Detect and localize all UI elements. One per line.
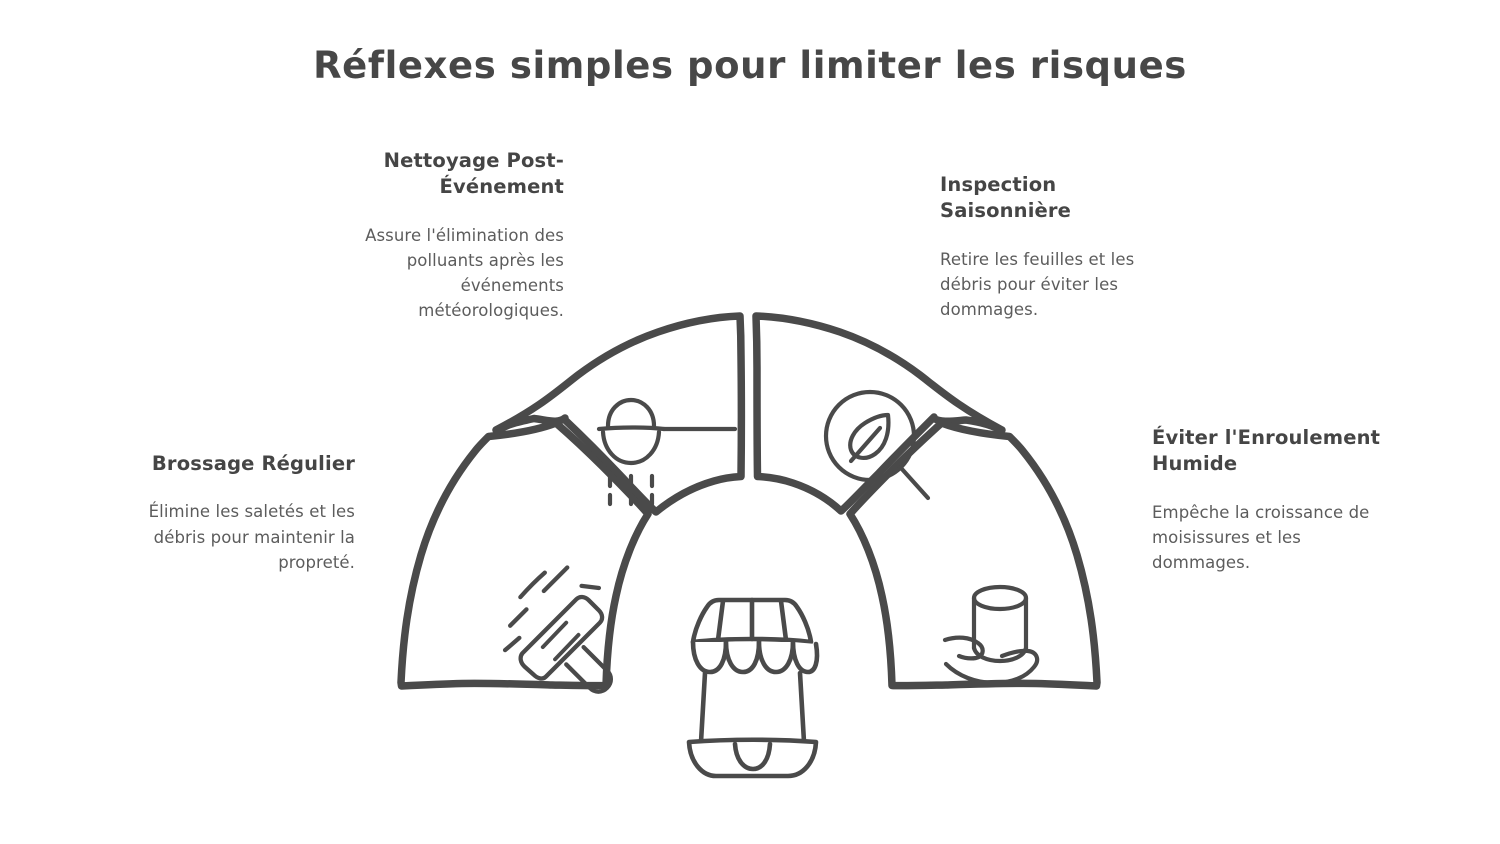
shower-rinse-icon [596, 397, 738, 507]
callout-enroulement: Éviter l'Enroulement Humide Empêche la c… [1152, 425, 1400, 575]
callout-inspection-title: Inspection Saisonnière [940, 173, 1072, 223]
callout-enroulement-title: Éviter l'Enroulement Humide [1152, 426, 1381, 476]
squeegee-brush-icon [502, 565, 614, 694]
callout-brossage-description: Élimine les saletés et les débris pour m… [148, 502, 355, 572]
callout-inspection: Inspection Saisonnière Retire les feuill… [940, 172, 1180, 322]
segment-brossage[interactable] [397, 419, 652, 690]
callout-enroulement-description: Empêche la croissance de moisissures et … [1152, 502, 1370, 573]
page-title: Réflexes simples pour limiter les risque… [313, 44, 1187, 87]
magnifier-leaf-icon [823, 389, 931, 501]
hand-holding-rolled-awning-icon [942, 584, 1040, 686]
callout-nettoyage: Nettoyage Post-Événement Assure l'élimin… [336, 148, 564, 324]
callout-nettoyage-title: Nettoyage Post-Événement [383, 149, 564, 199]
storefront-awning-icon [686, 597, 820, 779]
callout-brossage-title: Brossage Régulier [151, 452, 355, 475]
segment-inspection[interactable] [752, 312, 1006, 515]
callout-inspection-description: Retire les feuilles et les débris pour é… [940, 249, 1135, 320]
callout-brossage: Brossage Régulier Élimine les saletés et… [127, 451, 355, 575]
segment-brossage-shape[interactable] [397, 419, 652, 690]
semicircle-diagram [352, 296, 1152, 779]
segment-nettoyage-shape[interactable] [492, 312, 746, 516]
segment-nettoyage[interactable] [492, 312, 746, 516]
segment-inspection-shape[interactable] [752, 312, 1006, 515]
callout-nettoyage-description: Assure l'élimination des polluants après… [365, 225, 564, 321]
